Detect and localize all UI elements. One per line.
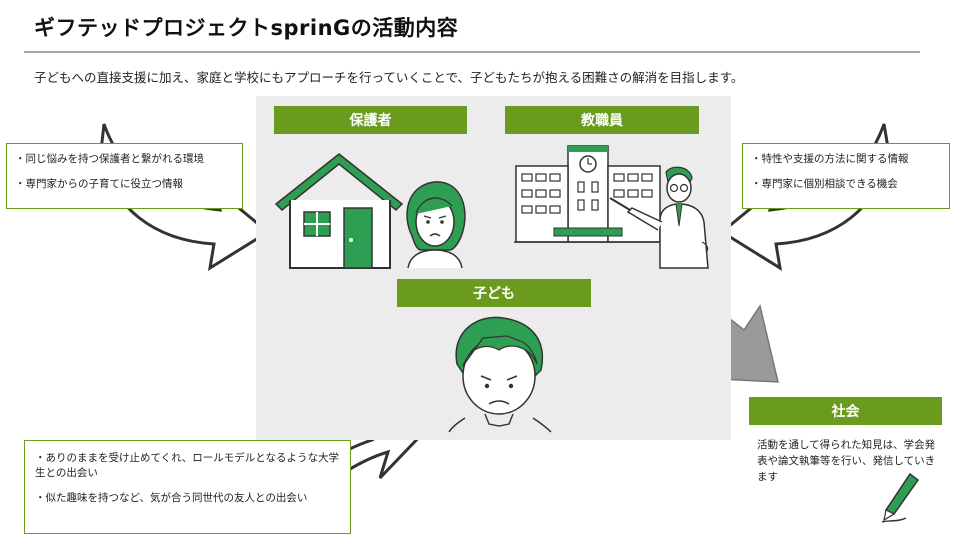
teachers-info-item: ・特性や支援の方法に関する情報 [751,153,909,165]
label-society: 社会 [749,397,942,425]
page-title: ギフテッドプロジェクトsprinGの活動内容 [34,16,459,40]
page-subtitle: 子どもへの直接支援に加え、家庭と学校にもアプローチを行っていくことで、子どもたち… [34,70,744,85]
child-info-box: ・ありのままを受け止めてくれ、ロールモデルとなるような大学生との出会い ・似た趣… [24,440,351,534]
society-text: 活動を通して得られた知見は、学会発表や論文執筆等を行い、発信していきます [757,439,936,483]
parents-info-item: ・同じ悩みを持つ保護者と繋がれる環境 [15,153,204,165]
child-info-item: ・ありのままを受け止めてくれ、ロールモデルとなるような大学生との出会い [35,452,339,480]
worried-parent-icon [406,181,466,269]
pen-icon [881,472,920,523]
child-face-icon [448,316,552,433]
label-teachers: 教職員 [505,106,699,134]
child-info-item: ・似た趣味を持つなど、気が合う同世代の友人との出会い [35,492,308,505]
parents-info-box: ・同じ悩みを持つ保護者と繋がれる環境 ・専門家からの子育てに役立つ情報 [6,143,243,209]
teacher-icon [609,166,709,269]
parents-info-item: ・専門家からの子育てに役立つ情報 [15,178,183,191]
teachers-info-item: ・専門家に個別相談できる機会 [751,178,898,191]
teachers-info-box: ・特性や支援の方法に関する情報 ・専門家に個別相談できる機会 [742,143,950,209]
school-building-icon [514,145,664,243]
title-divider [24,51,920,53]
label-child: 子ども [397,279,591,307]
label-parents: 保護者 [274,106,467,134]
house-icon [274,153,404,269]
